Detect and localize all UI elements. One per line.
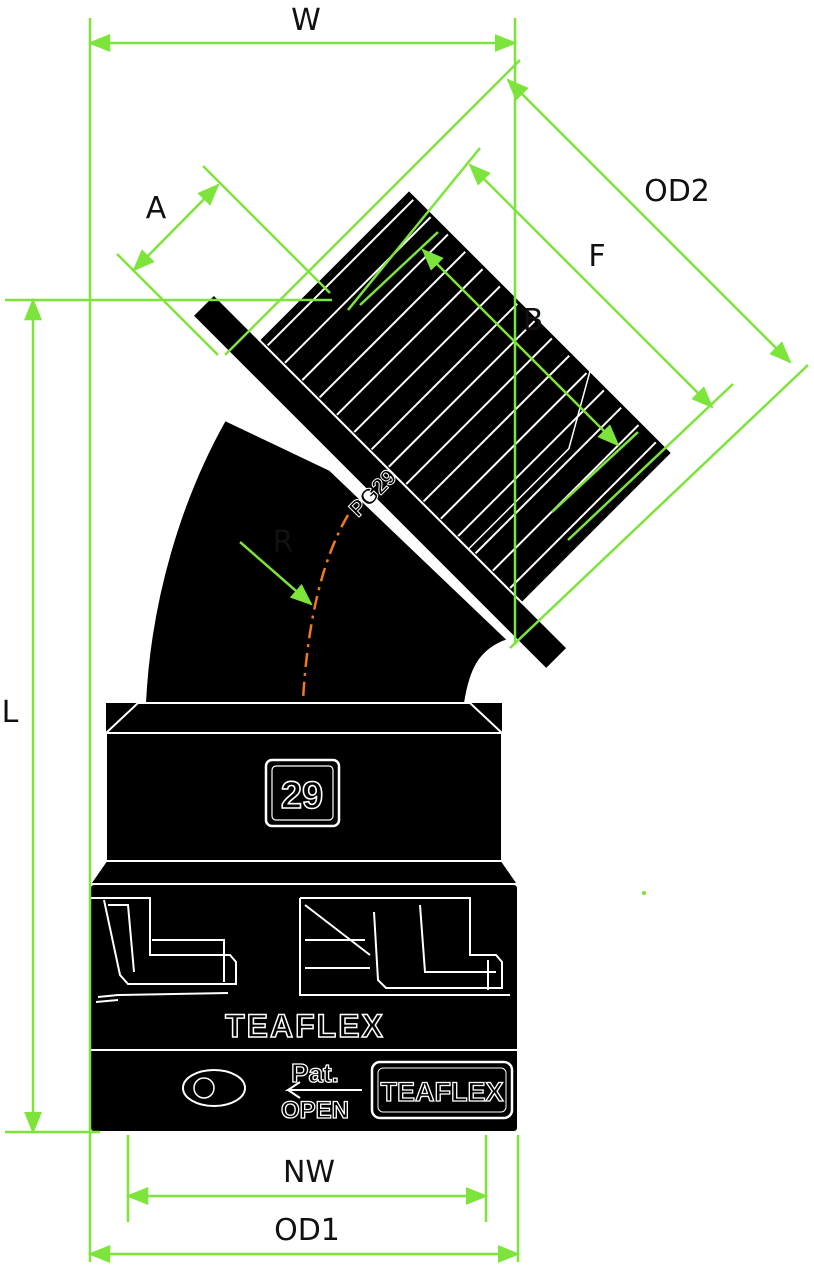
dim-label-W: W [291, 3, 321, 38]
size-badge-number: 29 [281, 775, 323, 817]
brand-badge-text: TEAFLEX [380, 1077, 503, 1107]
brand-badge-inner [377, 1067, 507, 1113]
pat-arrow-icon [284, 1081, 362, 1099]
oval-mark [182, 1069, 246, 1107]
fitting-body: 29 TEAFLEX Pat. OPE [88, 188, 674, 1133]
brand-badge [370, 1060, 514, 1120]
thread-groove [266, 199, 414, 347]
dimension-lines [5, 18, 809, 1263]
size-badge: 29 [264, 758, 341, 828]
radius-leader [239, 541, 313, 606]
thread-groove [509, 441, 657, 589]
lower-coupling-shoulder [88, 860, 520, 885]
stray-dot [642, 891, 646, 895]
dim-label-NW: NW [283, 1155, 335, 1190]
oval-mark-dot [193, 1077, 215, 1099]
latch-window-right [299, 897, 510, 996]
dim-label-F: F [588, 239, 605, 274]
upper-collar-chamfer [103, 702, 505, 734]
dim-label-L: L [2, 695, 19, 730]
latch-window-left [90, 897, 237, 1003]
brand-band-text: TEAFLEX [225, 1008, 385, 1044]
dim-label-B: B [523, 303, 544, 338]
dim-label-OD1: OD1 [274, 1213, 340, 1248]
dim-label-R: R [273, 525, 294, 560]
dim-label-A: A [146, 191, 167, 226]
open-label: OPEN [281, 1097, 349, 1124]
thread-groove [284, 216, 432, 364]
dim-label-OD2: OD2 [644, 174, 710, 209]
